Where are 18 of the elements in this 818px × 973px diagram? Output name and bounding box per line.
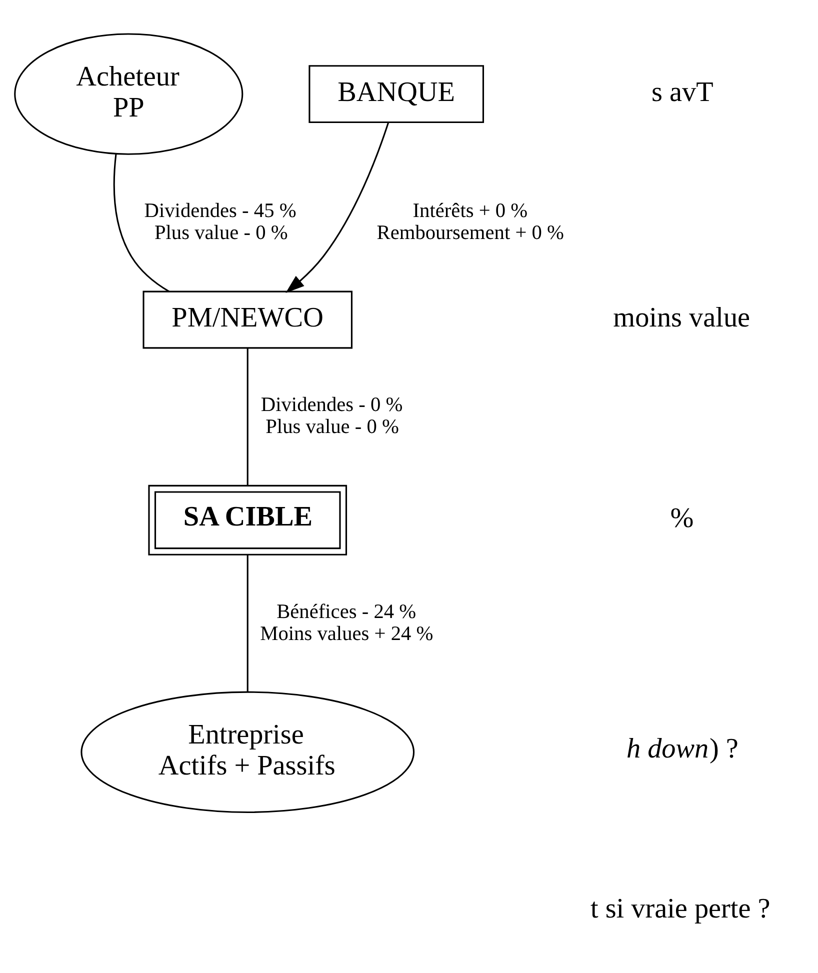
edge-label: Intérêts + 0 % Remboursement + 0 %	[376, 200, 564, 244]
label: %	[670, 503, 694, 534]
edge-label: Bénéfices - 24 % Moins values + 24 %	[260, 600, 434, 645]
connector	[246, 348, 248, 486]
arrow	[286, 122, 390, 293]
edge-label: Dividendes - 0 % Plus value - 0 %	[260, 394, 403, 438]
label: s avT	[652, 76, 714, 108]
edge-label: Dividendes - 45 % Plus value - 0 %	[144, 200, 296, 244]
connector	[246, 555, 248, 692]
connector	[113, 153, 170, 292]
node-box: SA CIBLE	[148, 484, 348, 556]
node-box: BANQUE	[308, 65, 484, 124]
label: moins value	[613, 302, 750, 334]
node-box: PM/NEWCO	[142, 290, 352, 349]
label: h down) ?	[626, 733, 738, 764]
label: t si vraie perte ?	[590, 893, 770, 924]
node-ellipse: Entreprise Actifs + Passifs	[80, 691, 415, 813]
node-ellipse: Acheteur PP	[14, 33, 244, 155]
